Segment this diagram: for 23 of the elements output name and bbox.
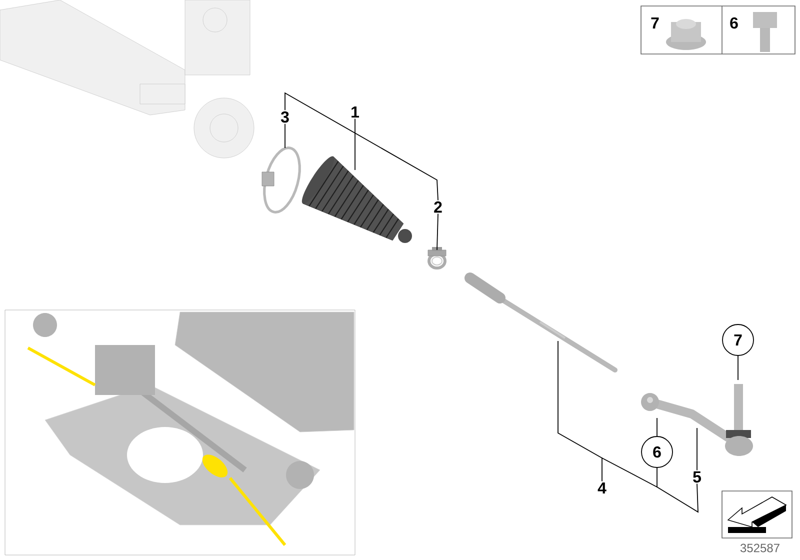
callout-number: 2 bbox=[434, 201, 442, 213]
leader-line bbox=[558, 340, 602, 482]
leader-line bbox=[696, 428, 698, 471]
tie-rod-end-drawing bbox=[641, 384, 753, 456]
callout-number: 4 bbox=[598, 482, 606, 494]
circled-callout-number: 7 bbox=[722, 324, 754, 356]
callout-number: 5 bbox=[693, 471, 701, 483]
callout-number: 6 bbox=[730, 17, 738, 29]
callout-number: 1 bbox=[352, 106, 359, 118]
leader-line bbox=[656, 468, 698, 513]
leader-line bbox=[284, 92, 438, 201]
leader-line bbox=[656, 418, 658, 436]
rubber-boot-drawing bbox=[302, 156, 412, 243]
leader-line bbox=[284, 123, 286, 148]
small-clamp-drawing bbox=[428, 247, 446, 270]
diagram-number: 352587 bbox=[740, 544, 780, 552]
leader-line bbox=[354, 118, 356, 170]
circled-callout-number: 6 bbox=[641, 436, 673, 468]
hose-clamp-drawing bbox=[262, 146, 301, 214]
callout-number: 7 bbox=[651, 18, 659, 28]
leader-line bbox=[436, 213, 438, 250]
callout-number: 3 bbox=[280, 111, 289, 123]
tie-rod-drawing bbox=[464, 272, 618, 372]
